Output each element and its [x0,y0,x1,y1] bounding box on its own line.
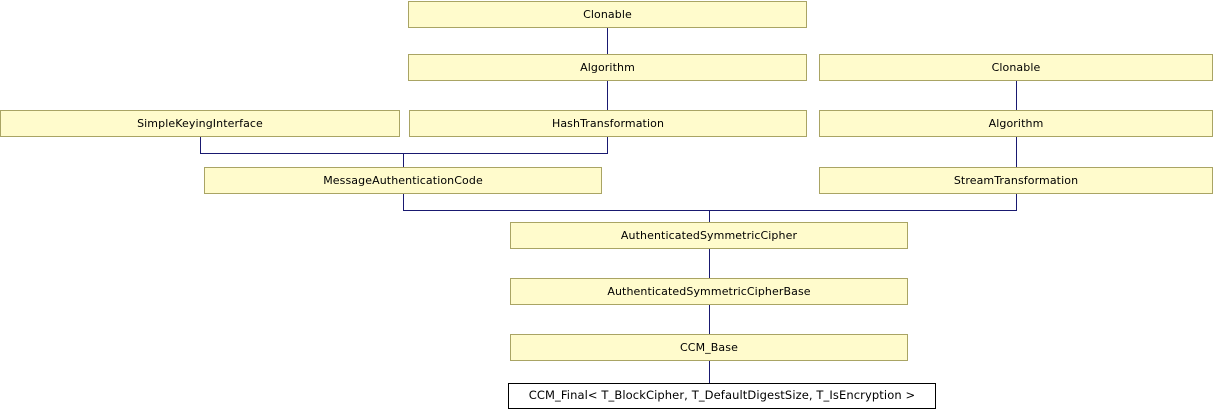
edge-asc-leg-right [1016,194,1017,211]
edge-asc-leg-left [403,194,404,211]
edge-mac-leg-right [607,137,608,154]
class-node-mac[interactable]: MessageAuthenticationCode [204,167,602,194]
class-node-algorithm_right[interactable]: Algorithm [819,110,1213,137]
class-node-clonable_right[interactable]: Clonable [819,54,1213,81]
class-node-ccmfinal[interactable]: CCM_Final< T_BlockCipher, T_DefaultDiges… [508,383,936,409]
edge-ccmbase-stem [709,305,710,334]
edge-algorithmright-to-clonable-stem [1016,81,1017,110]
class-node-hashtransform[interactable]: HashTransformation [409,110,807,137]
edge-algorithm-to-clonable-stem [607,28,608,54]
edge-asc-riser [709,210,710,223]
edge-asc-bus [403,210,1017,211]
class-node-ccmbase[interactable]: CCM_Base [510,334,908,361]
edge-hashtransform-to-algorithm-stem [607,81,608,110]
edge-ascbase-stem [709,249,710,278]
edge-mac-bus [200,153,608,154]
edge-mac-riser [403,153,404,167]
class-node-algorithm_left[interactable]: Algorithm [408,54,807,81]
class-node-asc[interactable]: AuthenticatedSymmetricCipher [510,222,908,249]
class-node-clonable_top[interactable]: Clonable [408,1,807,28]
class-node-ascbase[interactable]: AuthenticatedSymmetricCipherBase [510,278,908,305]
edge-mac-leg-left [200,137,201,154]
class-node-streamtransform[interactable]: StreamTransformation [819,167,1213,194]
edge-ccmfinal-stem [709,361,710,383]
edge-streamtransform-stem [1016,137,1017,167]
class-node-simplekeying[interactable]: SimpleKeyingInterface [0,110,400,137]
